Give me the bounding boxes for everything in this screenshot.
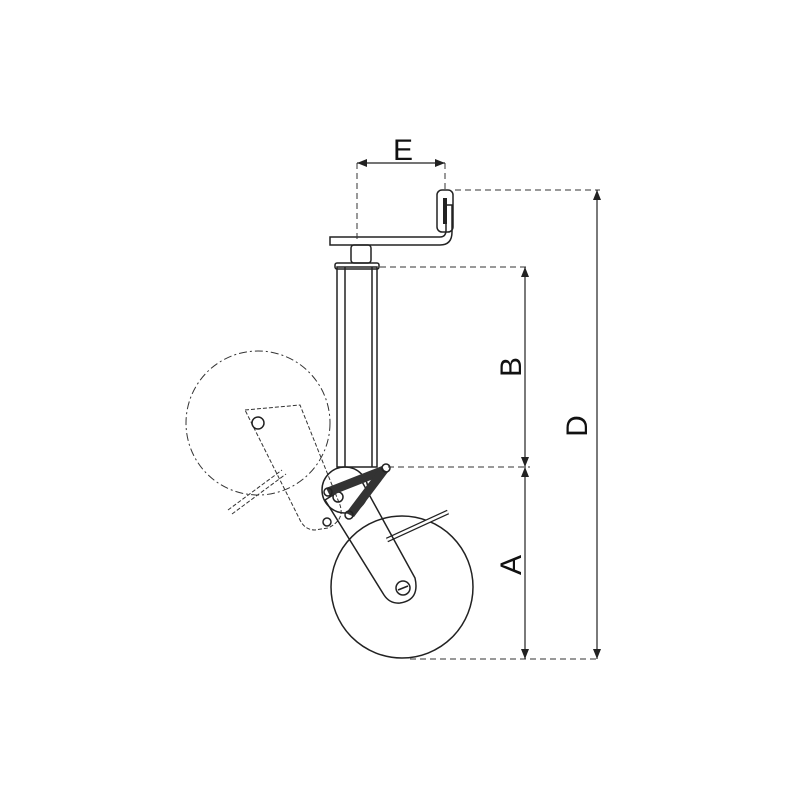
- wheel: [323, 476, 474, 659]
- dimension-b-label: B: [495, 357, 528, 377]
- support-tube: [334, 244, 380, 468]
- extension-lines: [356, 163, 600, 660]
- dimension-e-label: E: [393, 134, 413, 167]
- dimension-d-label: D: [561, 415, 594, 437]
- spring-mechanism: [321, 463, 391, 520]
- dimension-a-label: A: [495, 555, 528, 575]
- raised-wheel-outline: [185, 350, 342, 531]
- crank-handle: [329, 189, 454, 246]
